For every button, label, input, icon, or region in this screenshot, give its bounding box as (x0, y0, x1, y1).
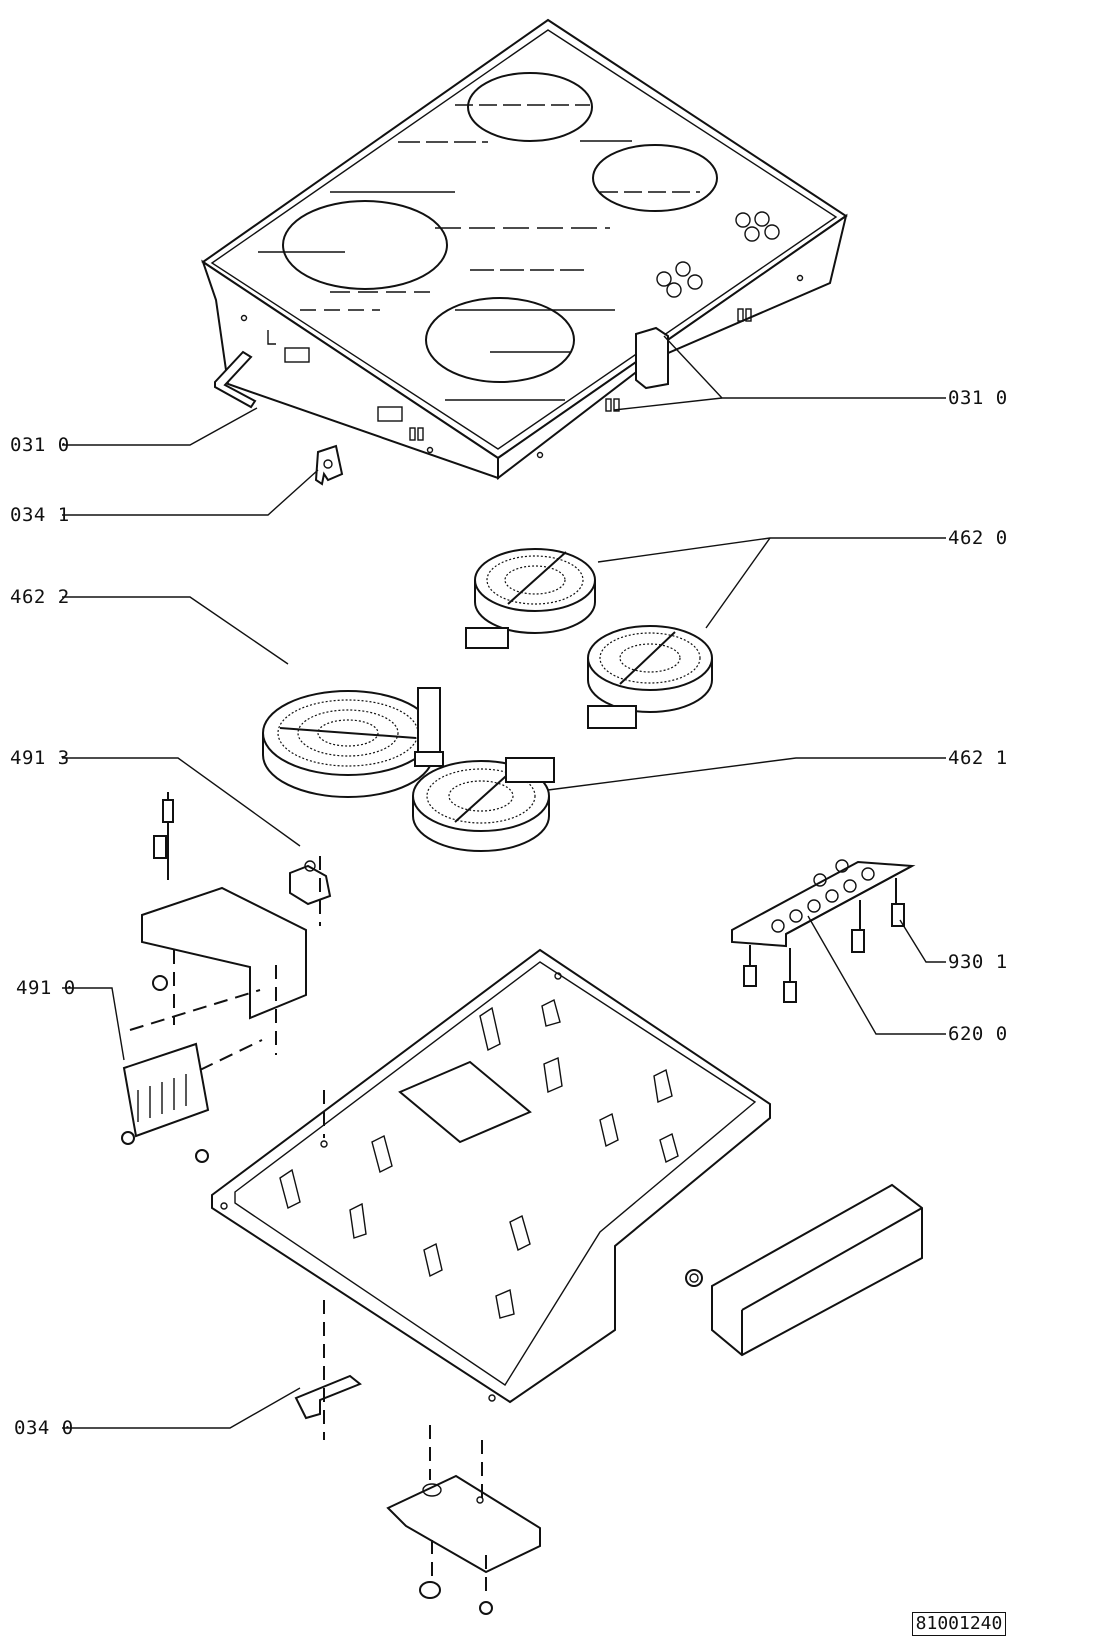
label-462-0: 462 0 (948, 527, 1008, 549)
label-031-0-left: 031 0 (10, 434, 70, 456)
label-620-0: 620 0 (948, 1023, 1008, 1045)
cooktop-glass-top (201, 18, 848, 481)
label-034-0: 034 0 (14, 1417, 74, 1439)
label-462-2: 462 2 (10, 586, 70, 608)
label-491-0: 491 0 (16, 977, 76, 999)
heating-element-right (587, 625, 713, 729)
control-board (731, 859, 916, 1003)
label-462-1: 462 1 (948, 747, 1008, 769)
heating-element-top (465, 548, 596, 649)
foot-plate (386, 1425, 541, 1615)
leader-lines (62, 335, 946, 1429)
base-tray (211, 948, 771, 1404)
reference-number-box: 81001240 (912, 1612, 1006, 1636)
bracket-part (214, 350, 257, 409)
label-930-1: 930 1 (948, 951, 1008, 973)
label-491-3: 491 3 (10, 747, 70, 769)
bottom-clip (294, 1300, 362, 1440)
heating-element-large (262, 687, 444, 798)
label-031-0-right: 031 0 (948, 387, 1008, 409)
terminal-bracket (141, 792, 332, 1055)
heating-element-small (412, 757, 555, 852)
channel-cover (685, 1183, 923, 1357)
terminal-block (121, 989, 263, 1163)
label-034-1: 034 1 (10, 504, 70, 526)
clip-part (314, 444, 344, 486)
